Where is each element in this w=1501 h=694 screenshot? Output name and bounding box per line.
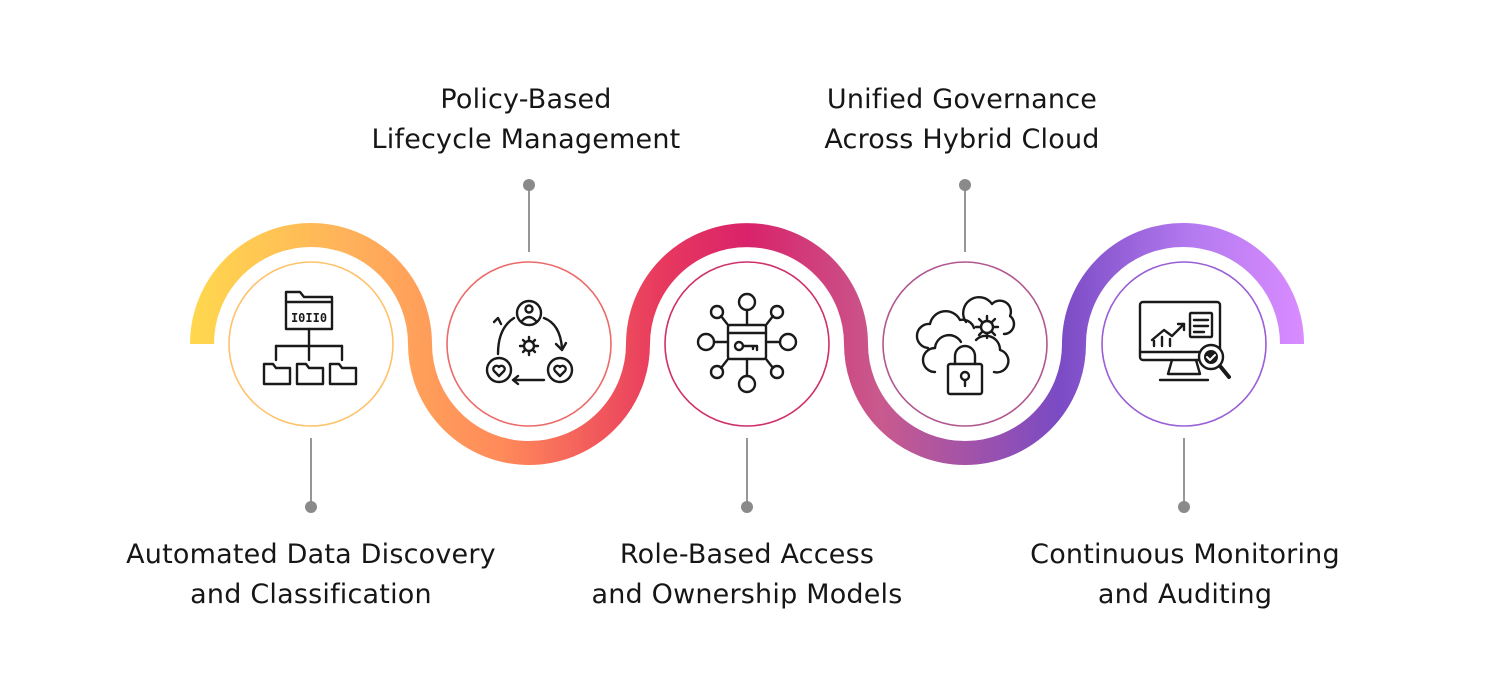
step-circle-1 [228,261,394,427]
step-circle-3 [664,261,830,427]
connector-dot-3 [741,501,753,513]
step-circle-2 [446,261,612,427]
step-label-automated-data-discovery: Automated Data Discovery and Classificat… [91,535,531,615]
step-label-line: Role-Based Access [619,539,875,570]
step-label-unified-governance: Unified Governance Across Hybrid Cloud [742,80,1182,160]
step-circles [228,261,1267,427]
folder-tree-binary-icon: I0II0 [262,290,358,386]
step-label-line: Across Hybrid Cloud [824,124,1100,155]
cloud-lock-gear-icon [915,296,1016,396]
connector-dot-5 [1178,501,1190,513]
lifecycle-cycle-icon [485,299,574,386]
step-label-policy-based-lifecycle: Policy-Based Lifecycle Management [306,80,746,160]
step-label-line: and Ownership Models [591,579,903,610]
connector-dot-4 [959,179,971,191]
step-label-line: and Auditing [1097,579,1273,610]
connector-dot-1 [305,501,317,513]
step-label-line: and Classification [190,579,432,610]
access-network-key-icon [696,292,798,394]
connector-dot-2 [523,179,535,191]
step-circle-5 [1101,261,1267,427]
step-label-line: Continuous Monitoring [1030,539,1340,570]
step-label-line: Unified Governance [826,84,1098,115]
monitor-audit-magnifier-icon [1138,300,1231,382]
step-label-line: Automated Data Discovery [126,539,496,570]
step-label-role-based-access: Role-Based Access and Ownership Models [527,535,967,615]
connectors [305,179,1190,513]
step-label-continuous-monitoring: Continuous Monitoring and Auditing [965,535,1405,615]
step-label-line: Lifecycle Management [371,124,681,155]
step-label-line: Policy-Based [440,84,612,115]
step-circle-4 [882,261,1048,427]
wave-path [190,223,1304,465]
svg-text:I0II0: I0II0 [291,311,327,325]
